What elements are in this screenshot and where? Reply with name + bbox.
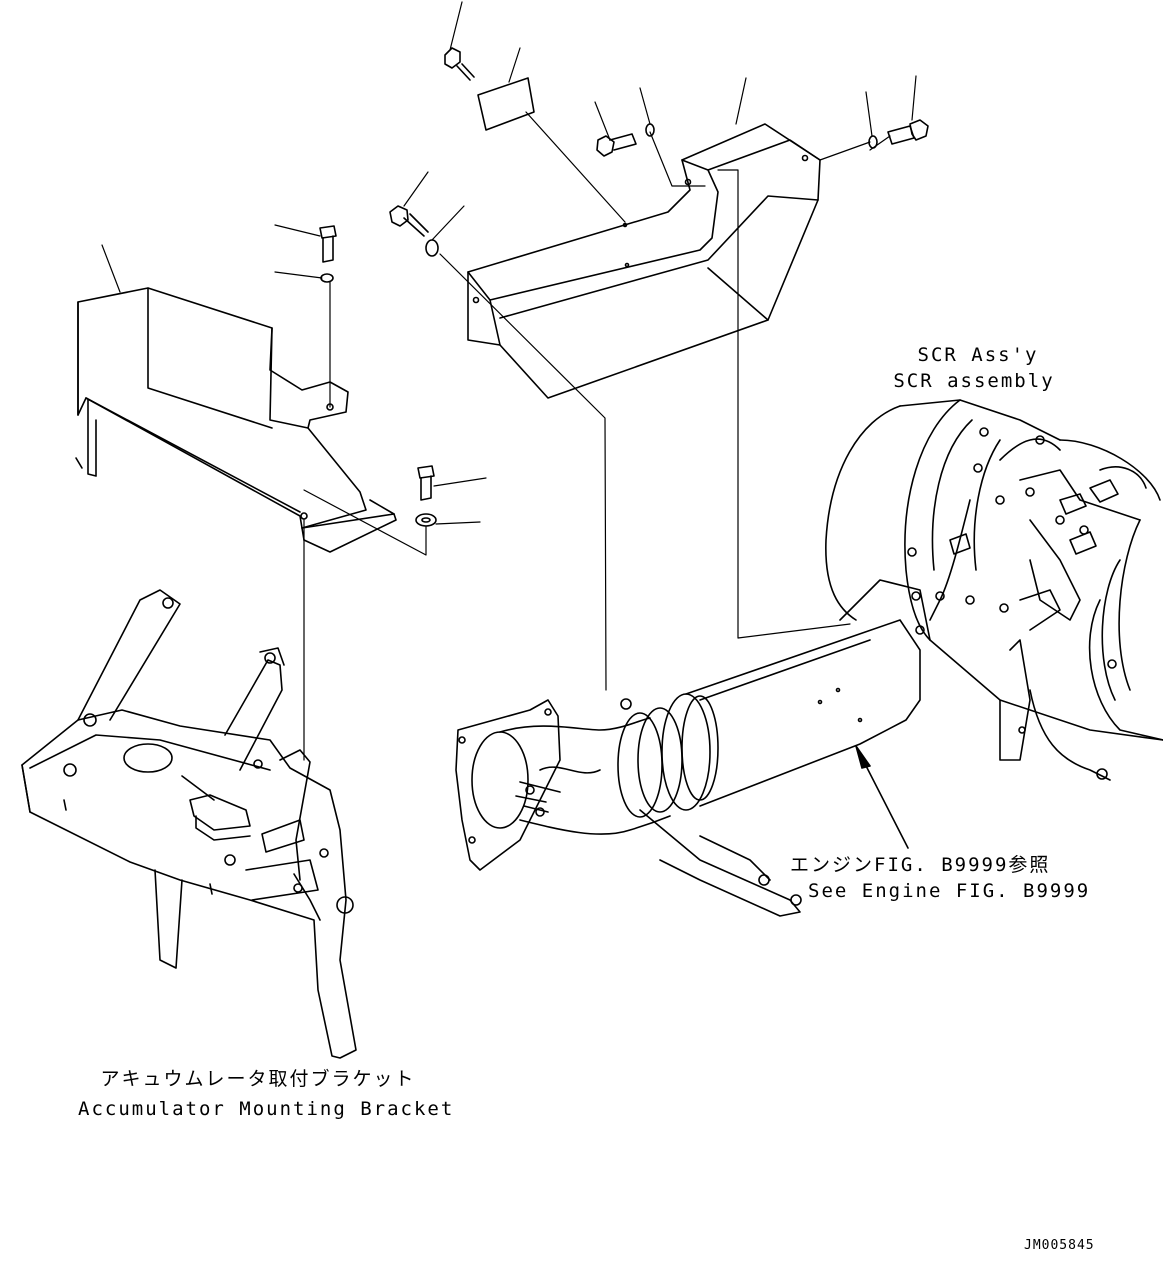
engine-ref-en: See Engine FIG. B9999 <box>808 880 1091 902</box>
accumulator-bracket <box>22 590 356 1058</box>
engine-ref-jp: エンジンFIG. B9999参照 <box>790 854 1051 876</box>
scr-label-jp: SCR Ass'y <box>917 344 1039 366</box>
bolt-group-top <box>390 48 928 256</box>
upper-cover <box>468 124 820 398</box>
left-cover <box>76 288 396 552</box>
leader-lines <box>102 2 916 760</box>
exhaust-pipe <box>456 580 930 916</box>
scr-label-en: SCR assembly <box>893 370 1055 392</box>
accumulator-label-en: Accumulator Mounting Bracket <box>78 1098 455 1120</box>
bolt-group-left <box>320 226 436 526</box>
drawing-code: JM005845 <box>1024 1238 1095 1253</box>
engine-arrow <box>856 746 908 848</box>
cover-plate <box>478 78 534 130</box>
accumulator-label-jp: アキュウムレータ取付ブラケット <box>100 1068 416 1090</box>
scr-assembly <box>826 400 1163 780</box>
